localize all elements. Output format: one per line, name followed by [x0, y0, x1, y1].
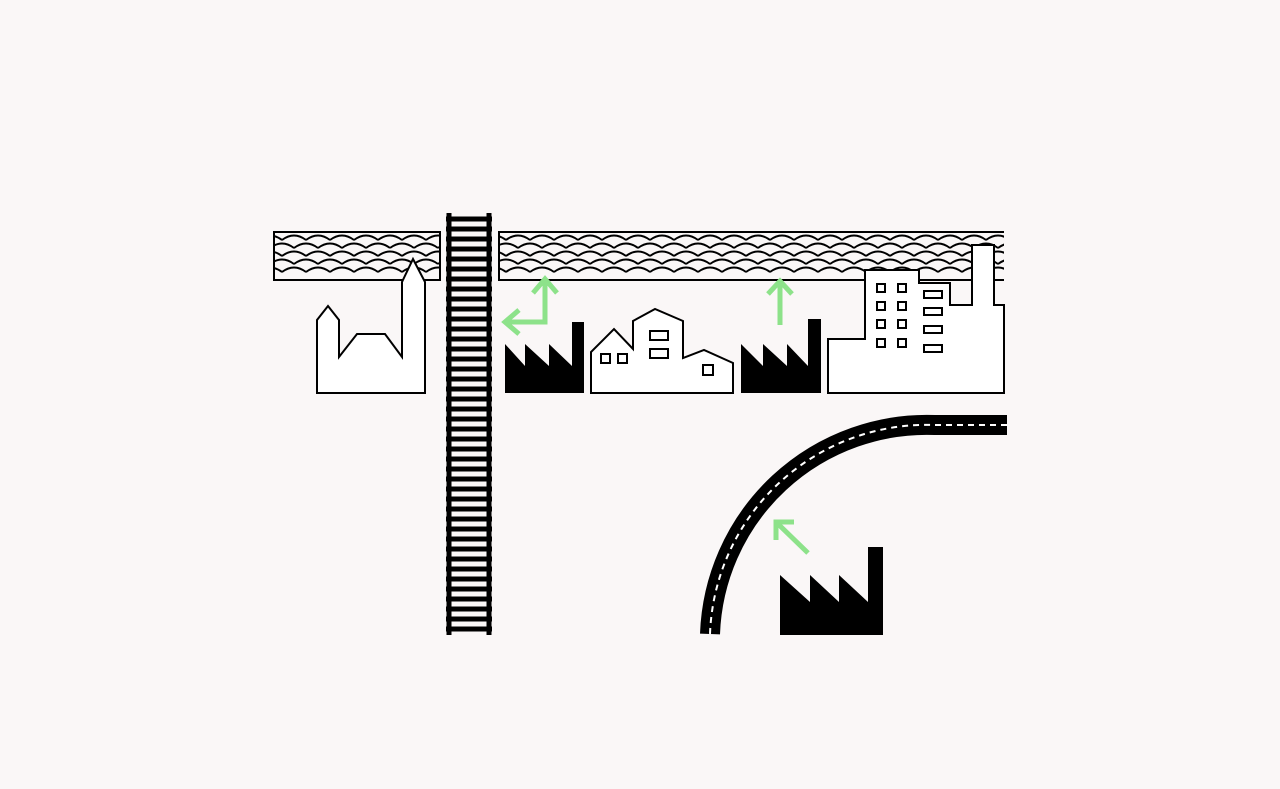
apartment-buildings-icon: [827, 244, 1005, 394]
window: [923, 290, 943, 299]
factory-icon: [780, 547, 883, 635]
wave-row: [498, 234, 1004, 241]
window: [876, 338, 886, 348]
arrow-icon: [773, 519, 810, 555]
houses-icon: [590, 307, 734, 394]
wave-row: [498, 242, 1004, 249]
wave-row: [274, 234, 440, 241]
window: [876, 283, 886, 293]
window: [897, 338, 907, 348]
window: [897, 301, 907, 311]
window: [876, 301, 886, 311]
wave-row: [274, 242, 440, 249]
window: [876, 319, 886, 329]
arrow-icon: [766, 277, 794, 325]
wave-row: [274, 250, 440, 257]
wave-row: [274, 258, 440, 265]
window: [923, 307, 943, 316]
window: [897, 319, 907, 329]
factory-icon: [741, 319, 821, 393]
arrow-icon: [501, 275, 559, 336]
window: [923, 344, 943, 353]
window: [923, 325, 943, 334]
factory-icon: [505, 322, 584, 393]
window: [897, 283, 907, 293]
railway-track-icon: [446, 213, 492, 635]
church-icon: [316, 256, 426, 394]
road-icon: [700, 414, 1007, 635]
